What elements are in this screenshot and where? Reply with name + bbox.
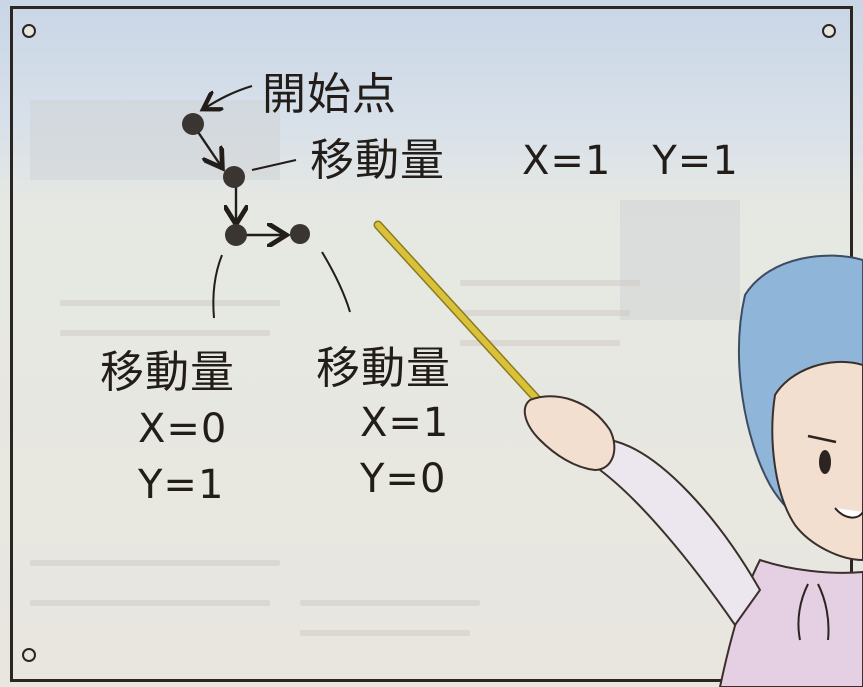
teacher-sleeve: [598, 438, 762, 627]
background-print-line: [300, 600, 480, 606]
left-movement-y: Y=1: [138, 462, 225, 508]
third-point-dot: [225, 224, 247, 246]
left-movement-x: X=0: [138, 406, 228, 452]
top-movement-values: X=1 Y=1: [522, 138, 739, 184]
teacher-face: [771, 360, 863, 562]
start-point-pointer-arrow: [205, 84, 253, 108]
background-print-line: [30, 560, 280, 566]
right-movement-y: Y=0: [360, 456, 447, 502]
background-print-line: [460, 280, 640, 286]
teacher-eyebrow: [807, 434, 837, 444]
pin-top-right-icon: [822, 24, 836, 38]
diagonal-move-arrow: [197, 131, 221, 166]
left-movement-label: 移動量: [100, 347, 235, 398]
background-print-block: [30, 100, 280, 180]
background-print-line: [300, 630, 470, 636]
background-print-block: [620, 200, 740, 320]
teacher-eye: [819, 450, 831, 474]
right-label-connector: [321, 251, 351, 313]
start-point-dot: [182, 113, 204, 135]
pin-top-left-icon: [22, 24, 36, 38]
right-movement-label: 移動量: [316, 343, 451, 394]
background-print-line: [60, 300, 280, 306]
teacher-mouth: [834, 507, 863, 519]
background-print-line: [460, 340, 620, 346]
background-print-line: [60, 330, 270, 336]
pin-bottom-left-icon: [22, 648, 36, 662]
background-print-line: [30, 600, 270, 606]
teacher-ribbon: [797, 583, 830, 641]
teacher-hand: [523, 395, 616, 472]
top-movement-label: 移動量: [310, 135, 445, 186]
background-print-line: [460, 310, 630, 316]
start-point-label: 開始点: [262, 69, 397, 120]
second-point-dot: [223, 166, 245, 188]
fourth-point-dot: [290, 224, 310, 244]
right-movement-x: X=1: [360, 400, 450, 446]
top-label-connector: [251, 159, 297, 171]
left-label-connector: [212, 254, 223, 319]
teacher-character: [523, 254, 863, 687]
